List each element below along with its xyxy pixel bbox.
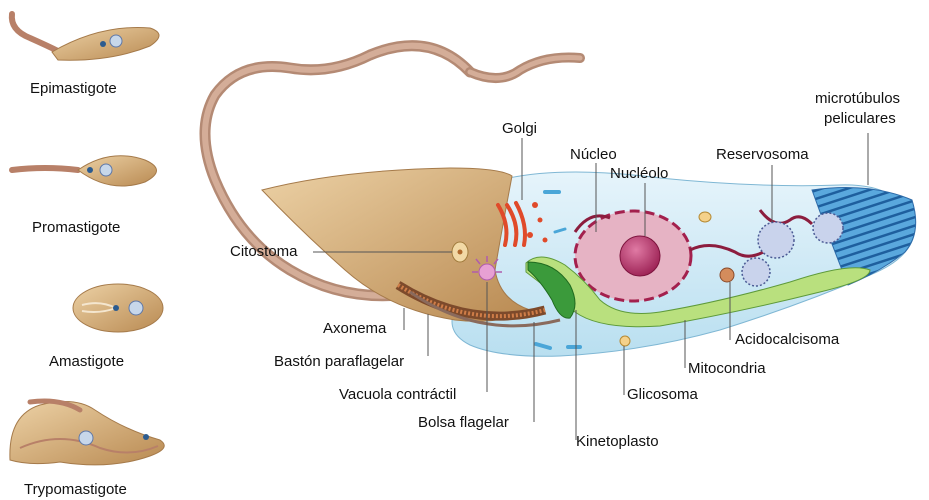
label-golgi: Golgi: [502, 120, 537, 138]
trypomastigote-figure: [10, 401, 164, 465]
label-reservosoma: Reservosoma: [716, 146, 809, 164]
label-nucleo: Núcleo: [570, 146, 617, 164]
label-mitocondria: Mitocondria: [688, 360, 766, 378]
label-kinetoplasto: Kinetoplasto: [576, 433, 659, 451]
label-acidocalcisoma: Acidocalcisoma: [735, 331, 839, 349]
form-label-promastigote: Promastigote: [32, 219, 120, 237]
promastigote-figure: [12, 156, 157, 186]
label-bolsa-flagelar: Bolsa flagelar: [418, 414, 509, 432]
form-label-epimastigote: Epimastigote: [30, 80, 117, 98]
nucleolus: [620, 236, 660, 276]
amastigote-figure: [73, 284, 163, 332]
form-label-trypomastigote: Trypomastigote: [24, 481, 127, 499]
anterior-cone: [262, 168, 530, 321]
label-microtubulos-line2: peliculares: [824, 110, 896, 128]
label-citostoma: Citostoma: [230, 243, 298, 261]
label-vacuola-contractil: Vacuola contráctil: [339, 386, 456, 404]
label-glicosoma: Glicosoma: [627, 386, 698, 404]
label-baston-paraflagelar: Bastón paraflagelar: [274, 353, 404, 371]
label-axonema: Axonema: [323, 320, 386, 338]
epimastigote-figure: [12, 14, 159, 60]
acidocalcisome: [720, 268, 734, 282]
label-nucleolo: Nucléolo: [610, 165, 668, 183]
label-microtubulos-line1: microtúbulos: [815, 90, 900, 108]
glycosome: [699, 212, 711, 222]
form-label-amastigote: Amastigote: [49, 353, 124, 371]
